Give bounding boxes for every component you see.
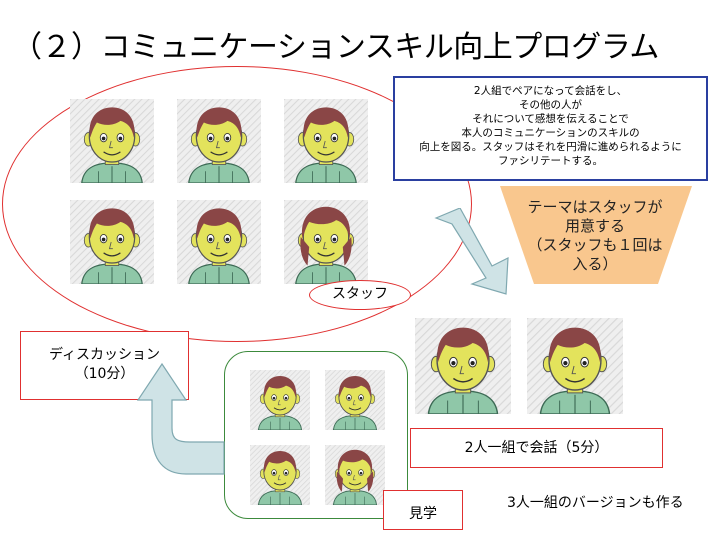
- person-icon: [250, 445, 310, 506]
- observation-label: 見学: [383, 490, 463, 530]
- program-description-box: 2人組でペアになって会話をし、 その他の人が それについて感想を伝えることで 本…: [393, 76, 708, 181]
- theme-note: テーマはスタッフが 用意する （スタッフも１回は 入る）: [520, 198, 670, 274]
- man-icon: [250, 370, 310, 431]
- person-icon: [415, 318, 511, 415]
- discussion-duration: （10分）: [74, 366, 135, 382]
- theme-note-shape: [500, 186, 692, 284]
- person-icon: [177, 200, 261, 285]
- person-icon: [177, 99, 261, 184]
- pair-talk-box: 2人一組で会話（5分）: [410, 428, 663, 468]
- man-icon: [527, 318, 623, 415]
- man-icon: [70, 99, 154, 184]
- man-icon: [177, 99, 261, 184]
- person-icon: [284, 200, 368, 285]
- description-line: その他の人が: [519, 99, 582, 111]
- person-icon: [325, 445, 385, 506]
- three-person-note: 3人一組のバージョンも作る: [507, 495, 684, 511]
- person-icon: [527, 318, 623, 415]
- theme-note-line: 入る）: [572, 255, 618, 273]
- person-icon: [70, 99, 154, 184]
- discussion-label: ディスカッション: [48, 347, 161, 363]
- woman-icon: [284, 200, 368, 285]
- theme-note-line: テーマはスタッフが: [527, 198, 663, 216]
- participants-group-ellipse: [2, 66, 472, 342]
- description-line: それについて感想を伝えることで: [472, 113, 629, 125]
- curved-up-arrow-icon: [136, 362, 225, 475]
- person-icon: [70, 200, 154, 285]
- man-icon: [250, 445, 310, 506]
- man-icon: [284, 99, 368, 184]
- person-icon: [325, 370, 385, 431]
- staff-label: スタッフ: [309, 280, 411, 310]
- person-icon: [284, 99, 368, 184]
- description-line: 向上を図る。スタッフはそれを円滑に進められるように: [419, 141, 682, 153]
- description-line: 2人組でペアになって会話をし、: [473, 85, 628, 97]
- description-line: 本人のコミュニケーションのスキルの: [461, 127, 640, 139]
- theme-note-line: （スタッフも１回は: [527, 236, 663, 254]
- observers-group-frame: [224, 351, 408, 519]
- woman-icon: [325, 445, 385, 506]
- man-icon: [70, 200, 154, 285]
- theme-note-line: 用意する: [564, 217, 625, 235]
- person-icon: [250, 370, 310, 431]
- man-icon: [325, 370, 385, 431]
- page-title: （２）コミュニケーションスキル向上プログラム: [12, 30, 659, 65]
- man-icon: [415, 318, 511, 415]
- man-icon: [177, 200, 261, 285]
- description-line: ファシリテートする。: [498, 155, 603, 167]
- right-down-arrow-icon: [434, 208, 509, 295]
